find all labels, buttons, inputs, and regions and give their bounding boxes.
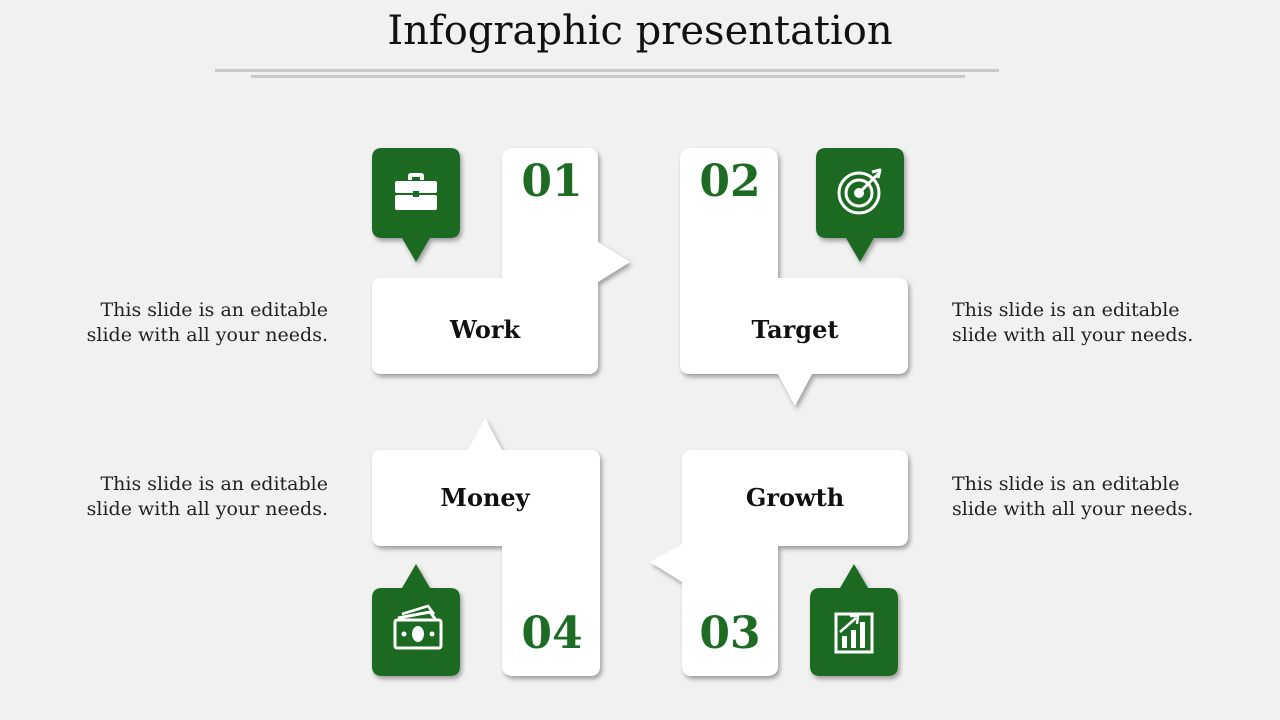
step-label-money: Money [440, 483, 530, 512]
description-target-line2: slide with all your needs. [952, 324, 1194, 346]
slide-title: Infographic presentation [387, 8, 893, 54]
card-money [372, 418, 600, 676]
bar-chart-icon [834, 612, 874, 654]
target-icon [837, 168, 882, 215]
description-money-line1: This slide is an editable [100, 473, 328, 495]
step-number-04: 04 [521, 608, 583, 659]
briefcase-icon [395, 173, 437, 210]
description-target-line1: This slide is an editable [952, 299, 1180, 321]
money-icon [393, 604, 443, 650]
step-label-growth: Growth [745, 483, 845, 512]
step-label-target: Target [751, 315, 839, 344]
description-money: This slide is an editable slide with all… [68, 472, 328, 522]
card-growth [650, 450, 908, 676]
step-label-work: Work [449, 315, 521, 344]
description-work-line1: This slide is an editable [100, 299, 328, 321]
description-target: This slide is an editable slide with all… [952, 298, 1212, 348]
title-underline-secondary [251, 75, 965, 78]
step-number-01: 01 [521, 156, 583, 207]
description-work-line2: slide with all your needs. [86, 324, 328, 346]
description-growth: This slide is an editable slide with all… [952, 472, 1212, 522]
card-work [372, 148, 630, 374]
description-work: This slide is an editable slide with all… [68, 298, 328, 348]
description-growth-line2: slide with all your needs. [952, 498, 1194, 520]
title-underline [215, 69, 999, 72]
step-number-02: 02 [699, 156, 761, 207]
description-money-line2: slide with all your needs. [86, 498, 328, 520]
description-growth-line1: This slide is an editable [952, 473, 1180, 495]
card-target [680, 148, 908, 406]
step-number-03: 03 [699, 608, 761, 659]
